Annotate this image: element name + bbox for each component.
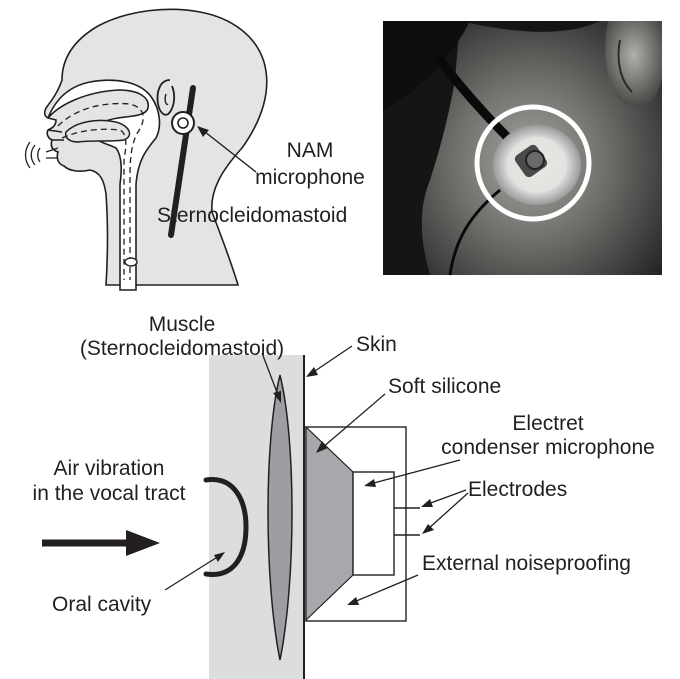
air-vibration-label-line2: in the vocal tract — [33, 482, 186, 505]
electret-label-line1: Electret — [512, 412, 583, 435]
skin-label: Skin — [356, 333, 397, 356]
external-noiseproofing-label: External noiseproofing — [422, 552, 631, 575]
electret-label-line2: condenser microphone — [441, 436, 655, 459]
air-vibration-label-line1: Air vibration — [54, 457, 165, 480]
electrodes-label: Electrodes — [468, 478, 567, 501]
sound-wave-icon — [26, 142, 41, 168]
soft-silicone-label: Soft silicone — [388, 375, 501, 398]
microphone-box — [353, 472, 394, 575]
nam-label-line1: NAM — [287, 139, 334, 162]
oral-cavity-label: Oral cavity — [52, 593, 152, 616]
muscle-label-line2: (Sternocleidomastoid) — [80, 337, 284, 360]
nam-label-line2: microphone — [255, 166, 365, 189]
muscle-label-line1: Muscle — [149, 313, 216, 336]
sternocleidomastoid-label: Sternocleidomastoid — [157, 204, 347, 227]
cross-section-diagram: Muscle (Sternocleidomastoid) Skin Soft s… — [33, 313, 655, 679]
head-silhouette — [45, 9, 267, 285]
head-diagram: NAM microphone Sternocleidomastoid — [26, 9, 365, 290]
photo-neck-with-microphone — [383, 21, 662, 275]
